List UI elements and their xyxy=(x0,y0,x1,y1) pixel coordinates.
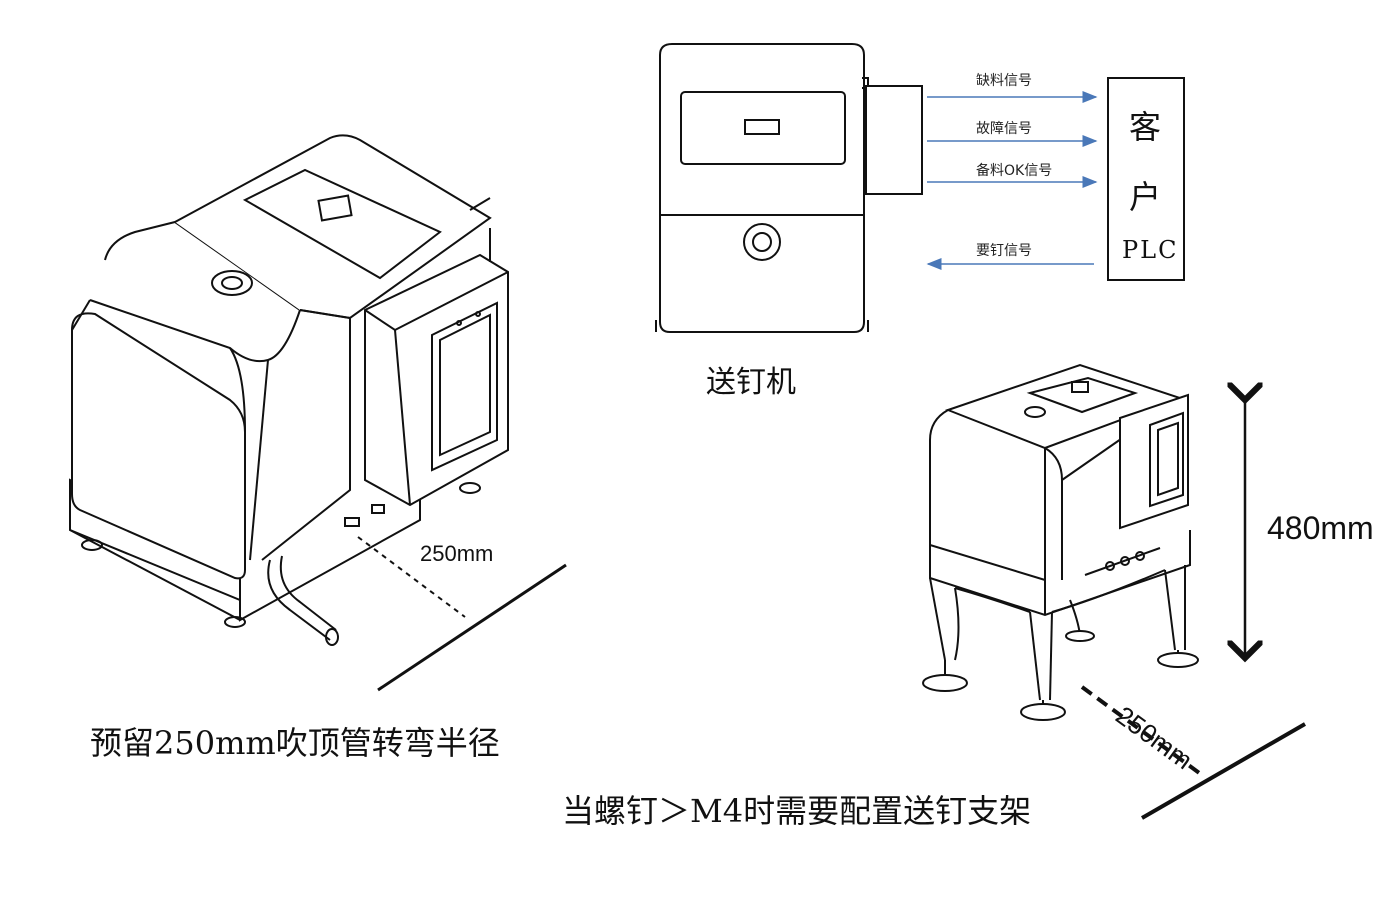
signal-label-out1: 缺料信号 xyxy=(976,73,1032,89)
feeder-label: 送钉机 xyxy=(706,365,796,400)
right-ground-line xyxy=(1141,722,1306,820)
right-caption: 当螺钉＞M4时需要配置送钉支架 xyxy=(562,792,1032,830)
plc-box-line1: 客 xyxy=(1129,108,1162,146)
left-radius-label: 250mm xyxy=(420,541,494,566)
signal-label-in1: 要钉信号 xyxy=(976,243,1032,259)
height-label: 480mm xyxy=(1267,510,1374,546)
feeder-machine-isometric xyxy=(69,134,509,646)
left-caption: 预留250mm吹顶管转弯半径 xyxy=(90,724,500,762)
plc-box-line2: 户 xyxy=(1129,178,1162,216)
signal-label-out2: 故障信号 xyxy=(976,121,1032,137)
feeder-front-view xyxy=(655,43,923,333)
left-ground-line xyxy=(377,563,567,692)
left-radius-dashed-line xyxy=(357,536,466,618)
plc-box xyxy=(1107,77,1185,281)
feeder-on-stand xyxy=(922,363,1199,721)
right-radius-dashed-line xyxy=(1080,685,1204,777)
plc-box-line3: PLC xyxy=(1122,236,1179,264)
signal-label-out3: 备料OK信号 xyxy=(976,163,1053,179)
